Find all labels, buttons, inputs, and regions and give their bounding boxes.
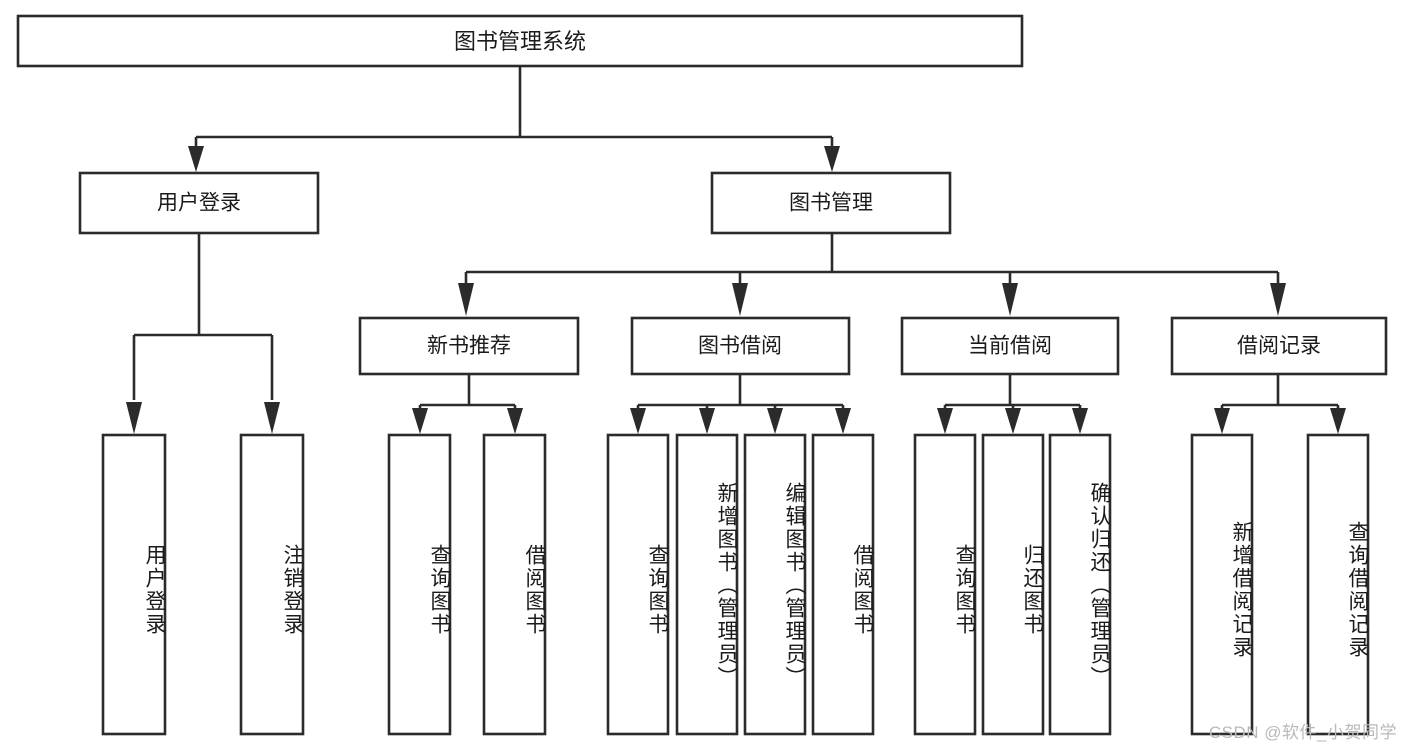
node-borrow-records-label: 借阅记录 — [1237, 335, 1321, 358]
node-current-borrow-label: 当前借阅 — [968, 335, 1052, 358]
node-root[interactable]: 图书管理系统 — [16, 14, 1024, 68]
connector-newbook-to-leaves — [412, 375, 523, 434]
connector-root-to-level1 — [188, 67, 840, 172]
leaf-box-query-book-1[interactable] — [387, 433, 452, 736]
node-book-borrow-label: 图书借阅 — [698, 335, 782, 358]
node-borrow-records[interactable]: 借阅记录 — [1170, 316, 1388, 376]
leaf-box-logout[interactable] — [239, 433, 305, 736]
leaf-box-confirm-return[interactable] — [1048, 433, 1112, 736]
node-new-book-recommend[interactable]: 新书推荐 — [358, 316, 580, 376]
node-book-management[interactable]: 图书管理 — [710, 171, 952, 235]
leaf-box-add-record[interactable] — [1190, 433, 1254, 736]
node-root-label: 图书管理系统 — [454, 29, 586, 54]
leaf-box-query-book-3[interactable] — [913, 433, 977, 736]
node-user-login[interactable]: 用户登录 — [78, 171, 320, 235]
leaf-box-add-book[interactable] — [675, 433, 739, 736]
connector-userlogin-to-leaves — [126, 234, 280, 434]
leaf-box-query-book-2[interactable] — [606, 433, 670, 736]
node-book-borrow[interactable]: 图书借阅 — [630, 316, 851, 376]
connector-borrow-to-leaves — [630, 375, 851, 434]
connector-current-to-leaves — [937, 375, 1088, 434]
node-book-management-label: 图书管理 — [789, 192, 873, 215]
leaf-box-borrow-book-1[interactable] — [482, 433, 547, 736]
connector-records-to-leaves — [1214, 375, 1346, 434]
node-user-login-label: 用户登录 — [157, 192, 241, 215]
connector-bookmgmt-to-level2 — [458, 234, 1286, 316]
csdn-watermark: CSDN @软件_小贺同学 — [1208, 723, 1397, 742]
node-new-book-recommend-label: 新书推荐 — [427, 335, 511, 358]
leaf-box-edit-book[interactable] — [743, 433, 807, 736]
leaf-box-query-record[interactable] — [1306, 433, 1370, 736]
leaf-box-borrow-book-2[interactable] — [811, 433, 875, 736]
leaf-box-user-login[interactable] — [101, 433, 167, 736]
leaf-box-return-book[interactable] — [981, 433, 1045, 736]
node-current-borrow[interactable]: 当前借阅 — [900, 316, 1120, 376]
